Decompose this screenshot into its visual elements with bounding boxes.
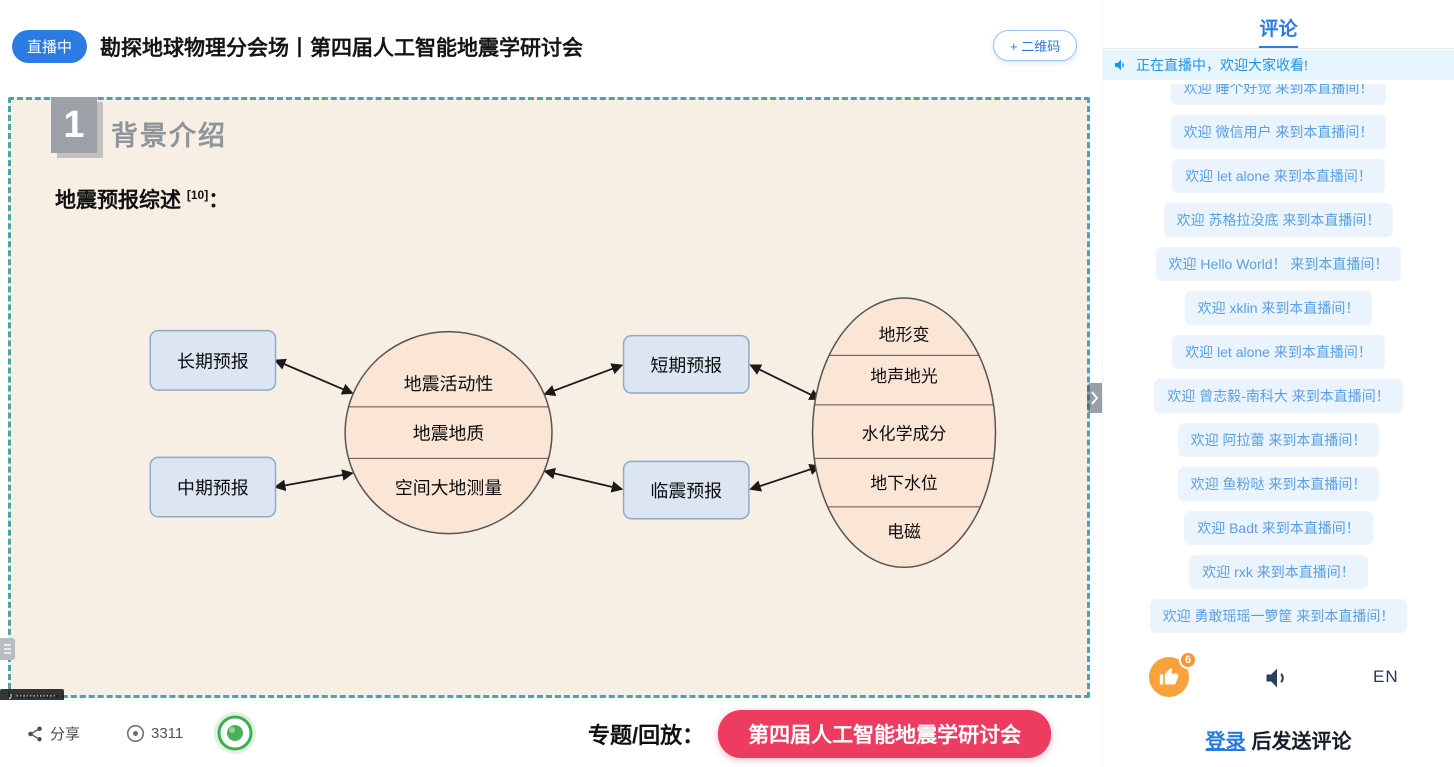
- replay-group: 专题/回放： 第四届人工智能地震学研讨会: [588, 700, 1052, 767]
- comment-item: 欢迎 勇敢瑶瑶一箩筐 来到本直播间！: [1149, 599, 1408, 633]
- comment-item: 欢迎 xklin 来到本直播间！: [1184, 291, 1373, 325]
- slide-lead-text: 地震预报综述 [10]：: [55, 184, 229, 214]
- collapse-sidebar-handle[interactable]: [1087, 383, 1102, 413]
- svg-text:长期预报: 长期预报: [177, 351, 249, 371]
- comments-list: 欢迎 睡个好觉 来到本直播间！ 欢迎 微信用户 来到本直播间！ 欢迎 let a…: [1103, 84, 1454, 634]
- comment-item: 欢迎 let alone 来到本直播间！: [1172, 335, 1385, 369]
- language-toggle[interactable]: EN: [1373, 667, 1399, 686]
- svg-text:地震活动性: 地震活动性: [404, 374, 494, 394]
- live-notice-text: 正在直播中，欢迎大家收看!: [1136, 57, 1308, 73]
- presentation-slide: 1 背景介绍 地震预报综述 [10]：: [8, 97, 1090, 698]
- live-status-badge: 直播中: [12, 30, 88, 63]
- panel-lines-icon: [4, 644, 11, 654]
- mid-term-forecast-box: 中期预报: [149, 456, 277, 518]
- live-notice-bar: 正在直播中，欢迎大家收看!: [1103, 50, 1454, 80]
- comment-item: 欢迎 Badt 来到本直播间！: [1184, 511, 1373, 545]
- login-suffix-text: 后发送评论: [1251, 731, 1352, 753]
- svg-text:水化学成分: 水化学成分: [862, 425, 947, 444]
- bottom-bar: 分享 3311 专题/回放： 第四届人工智能地震学研讨会: [0, 700, 1102, 767]
- comment-item: 欢迎 rxk 来到本直播间！: [1189, 555, 1368, 589]
- imminent-forecast-box: 临震预报: [622, 460, 750, 520]
- comment-item: 欢迎 let alone 来到本直播间！: [1172, 159, 1385, 193]
- section-title: 背景介绍: [111, 121, 227, 151]
- share-icon: [28, 726, 42, 741]
- speaker-icon: [1115, 59, 1124, 71]
- svg-text:地震地质: 地震地质: [413, 424, 485, 444]
- short-term-forecast-box: 短期预报: [622, 334, 750, 394]
- svg-text:地下水位: 地下水位: [870, 474, 938, 493]
- chevron-right-icon: [1091, 391, 1099, 405]
- comment-item: 欢迎 Hello World！ 来到本直播间！: [1155, 247, 1402, 281]
- collapsed-panel-toggle[interactable]: [0, 638, 15, 660]
- comment-item: 欢迎 微信用户 来到本直播间！: [1170, 115, 1387, 149]
- view-counter: 3311: [126, 700, 183, 767]
- svg-text:临震预报: 临震预报: [650, 481, 722, 501]
- comment-item: 欢迎 鱼粉哒 来到本直播间！: [1177, 467, 1380, 501]
- lead-colon: ：: [208, 189, 230, 212]
- volume-icon: [1266, 668, 1284, 688]
- comments-sidebar: 评论 正在直播中，欢迎大家收看! 欢迎 睡个好觉 来到本直播间！ 欢迎 微信用户…: [1102, 0, 1454, 767]
- comments-title: 评论: [1259, 14, 1298, 48]
- comment-item: 欢迎 阿拉蕾 来到本直播间！: [1177, 423, 1380, 457]
- lead-citation: [10]: [186, 188, 209, 202]
- diagram-connectors: [273, 358, 822, 493]
- long-term-forecast-box: 长期预报: [149, 329, 277, 391]
- green-orb-icon: [214, 712, 256, 754]
- svg-text:地声地光: 地声地光: [870, 367, 938, 386]
- login-link[interactable]: 登录: [1205, 731, 1246, 753]
- thumbs-up-icon: [1159, 667, 1179, 685]
- svg-text:空间大地测量: 空间大地测量: [395, 478, 503, 498]
- comment-item: 欢迎 苏格拉没底 来到本直播间！: [1163, 203, 1394, 237]
- sound-toggle-button[interactable]: [1263, 664, 1291, 692]
- qr-code-button[interactable]: + 二维码: [993, 30, 1078, 61]
- replay-button[interactable]: 第四届人工智能地震学研讨会: [718, 709, 1052, 758]
- precursor-ellipse: 地形变 地声地光 水化学成分 地下水位 电磁: [811, 297, 997, 569]
- assistant-float-button[interactable]: [213, 711, 257, 755]
- lead-text: 地震预报综述: [55, 189, 187, 212]
- svg-text:中期预报: 中期预报: [177, 478, 249, 498]
- page-title: 勘探地球物理分会场丨第四届人工智能地震学研讨会: [100, 37, 583, 60]
- section-number-badge: 1: [51, 97, 97, 153]
- svg-text:短期预报: 短期预报: [650, 355, 722, 375]
- view-count: 3311: [151, 725, 184, 742]
- seismicity-circle: 地震活动性 地震地质 空间大地测量: [344, 330, 553, 535]
- comments-header: 评论: [1103, 0, 1454, 49]
- top-bar: 直播中 勘探地球物理分会场丨第四届人工智能地震学研讨会 + 二维码: [0, 0, 1102, 97]
- views-icon: [126, 724, 145, 743]
- like-button[interactable]: 6: [1149, 651, 1197, 697]
- svg-text:地形变: 地形变: [879, 326, 930, 345]
- comment-item: 欢迎 睡个好觉 来到本直播间！: [1170, 84, 1387, 105]
- share-button[interactable]: 分享: [26, 700, 80, 767]
- share-label: 分享: [50, 726, 81, 743]
- replay-label: 专题/回放：: [588, 722, 705, 748]
- comment-item: 欢迎 曾志毅-南科大 来到本直播间！: [1154, 379, 1403, 413]
- main-area: 直播中 勘探地球物理分会场丨第四届人工智能地震学研讨会 + 二维码 1 背景介绍…: [0, 0, 1102, 767]
- like-count-badge: 6: [1179, 651, 1197, 669]
- forecast-flow-diagram: 长期预报 中期预报 地震活动性 地震地质 空间大地测量: [149, 297, 997, 569]
- like-circle: [1149, 657, 1189, 697]
- login-row: 登录 后发送评论: [1103, 725, 1454, 754]
- svg-text:电磁: 电磁: [887, 523, 921, 542]
- sidebar-bottom-panel: 6 EN 登录 后发送评论: [1103, 637, 1454, 767]
